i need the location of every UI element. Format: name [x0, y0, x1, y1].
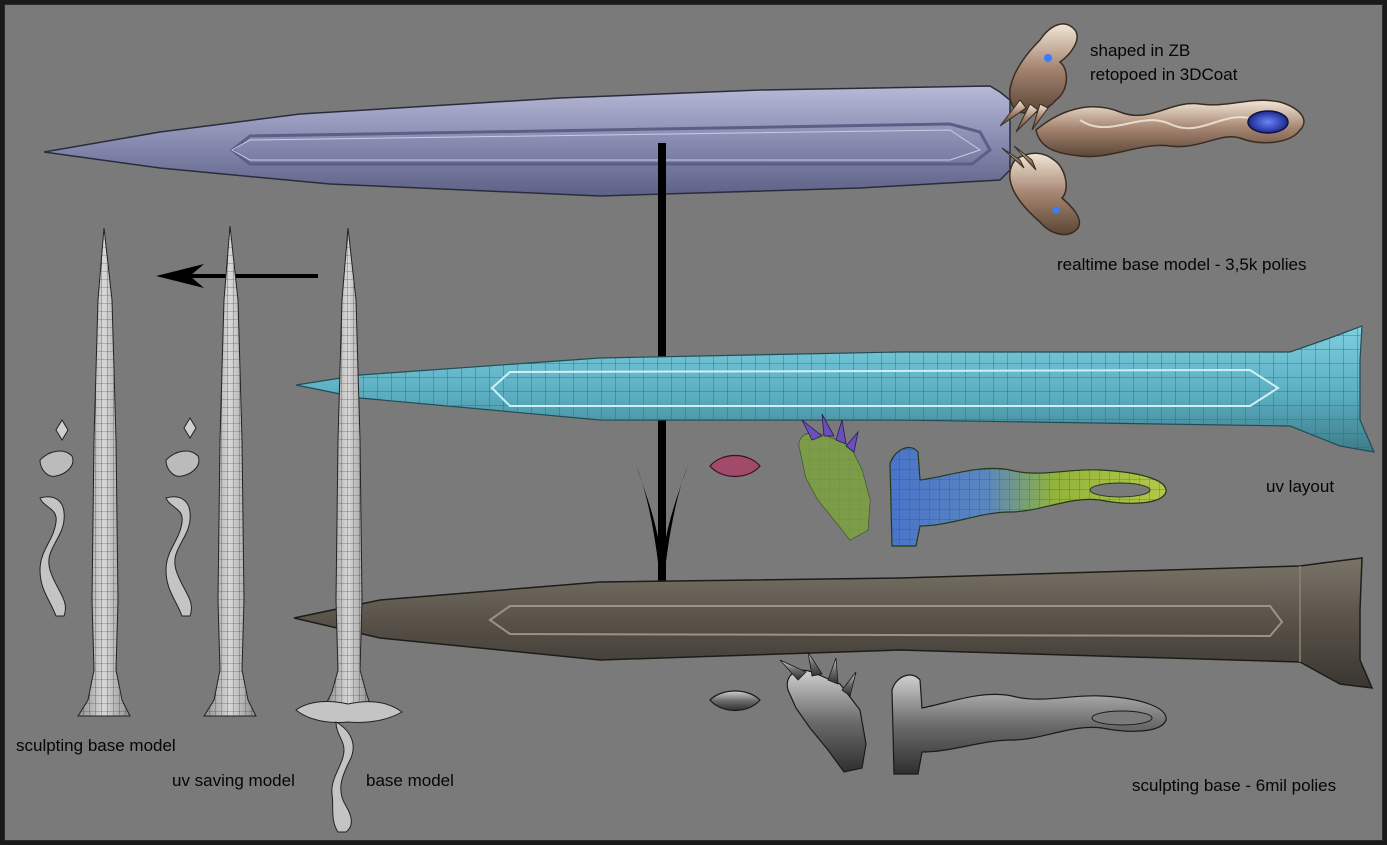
label-realtime-base: realtime base model - 3,5k polies: [1057, 255, 1307, 274]
label-sculpting-base-6mil: sculpting base - 6mil polies: [1132, 776, 1337, 795]
label-base-model: base model: [366, 771, 454, 790]
wire-sword-sculpting: [39, 227, 131, 717]
label-shaped-in-zb: shaped in ZB: [1090, 41, 1191, 60]
uv-layout-sword: [295, 325, 1375, 547]
label-retopoed: retopoed in 3DCoat: [1090, 65, 1238, 84]
label-uv-saving-model: uv saving model: [172, 771, 295, 790]
wire-sword-uv-saving: [165, 225, 257, 717]
left-arrow: [156, 264, 318, 288]
realtime-sword: [43, 23, 1305, 236]
wire-sword-base: [295, 227, 403, 833]
label-sculpting-base-model: sculpting base model: [16, 736, 176, 755]
label-uv-layout: uv layout: [1266, 477, 1335, 496]
sculpting-base-sword: [293, 557, 1374, 775]
